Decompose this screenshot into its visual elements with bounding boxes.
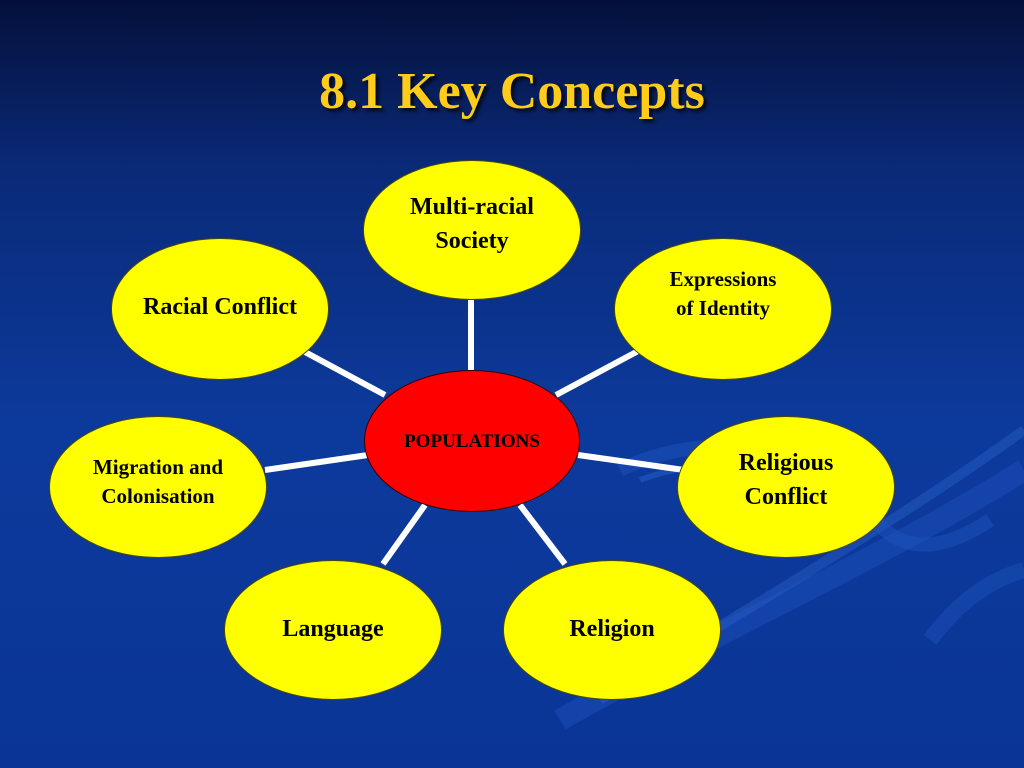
connector-language [380,503,428,566]
node-racial-conflict: Racial Conflict [111,238,329,380]
node-expressions-of-identity: Expressions of Identity [614,238,832,380]
connector-expressions-of-identity [554,347,642,398]
node-language: Language [224,560,442,700]
hub-populations: POPULATIONS [364,370,580,512]
connector-racial-conflict [303,349,387,398]
connector-migration-and-colonisation [264,452,369,473]
connector-religion [517,503,568,566]
node-religion: Religion [503,560,721,700]
node-multi-racial-society: Multi-racial Society [363,160,581,300]
connector-religious-conflict [577,452,685,473]
slide-title: 8.1 Key Concepts [319,63,705,120]
node-religious-conflict: Religious Conflict [677,416,895,558]
node-migration-and-colonisation: Migration and Colonisation [49,416,267,558]
